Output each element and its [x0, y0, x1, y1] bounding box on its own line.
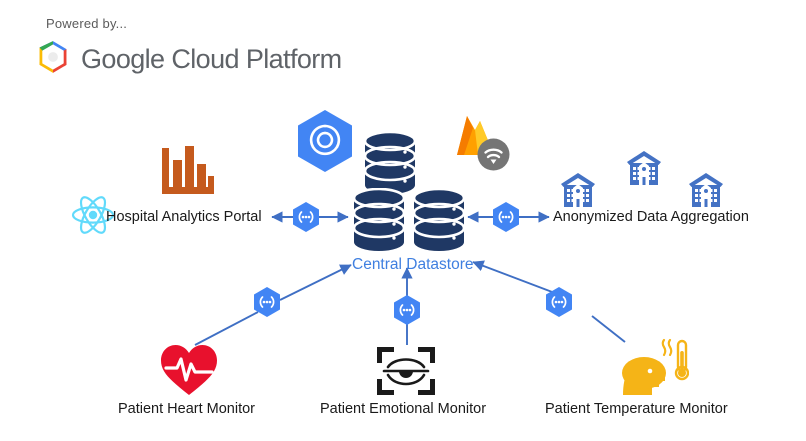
eye-scan-icon: [375, 345, 437, 402]
pubsub-hexagon-icon-temperature[interactable]: [544, 286, 574, 323]
anonymized-data-aggregation-label: Anonymized Data Aggregation: [553, 209, 749, 225]
bar-chart-icon: [158, 140, 218, 207]
patient-temperature-monitor-label: Patient Temperature Monitor: [545, 401, 728, 417]
hospital-building-icon-center: [625, 150, 663, 191]
google-cloud-platform-wordmark: Google Cloud Platform: [81, 44, 342, 74]
datastore-left-cylinder: [352, 187, 406, 257]
hospital-analytics-portal-label: Hospital Analytics Portal: [106, 209, 262, 225]
powered-by-label: Powered by...: [46, 16, 128, 31]
pubsub-hexagon-icon-right[interactable]: [491, 201, 521, 238]
pubsub-hexagon-icon-left[interactable]: [291, 201, 321, 238]
central-datastore-label: Central Datastore: [352, 256, 474, 273]
hospital-building-icon-right: [687, 172, 725, 213]
heart-pulse-icon: [158, 342, 220, 403]
google-cloud-platform-logo: Google Cloud Platform: [34, 38, 342, 81]
pubsub-hexagon-icon-emotional[interactable]: [392, 294, 422, 331]
patient-emotional-monitor-label: Patient Emotional Monitor: [320, 401, 487, 417]
pubsub-hexagon-icon-heart[interactable]: [252, 286, 282, 323]
datastore-top-cylinder: [363, 130, 417, 200]
google-cloud-hexagon-logo-icon: [34, 38, 72, 81]
react-atom-icon: [70, 192, 116, 243]
hospital-building-icon-left: [559, 172, 597, 213]
firebase-hosting-badge-icon: [477, 138, 510, 176]
dataflow-hexagon-icon: [294, 108, 356, 179]
datastore-right-cylinder: [412, 187, 466, 257]
patient-heart-monitor-label: Patient Heart Monitor: [118, 401, 256, 417]
head-thermometer-icon: [617, 335, 690, 402]
